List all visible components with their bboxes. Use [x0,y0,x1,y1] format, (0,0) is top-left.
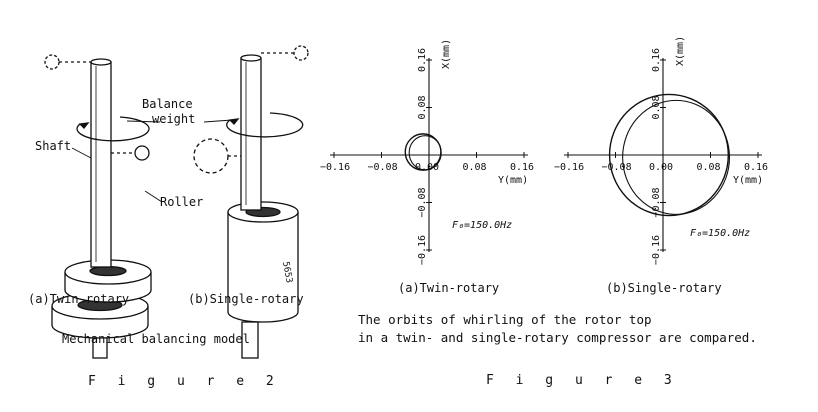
tick-label-y-2: 0.00 [649,162,673,173]
tick-label-y-3: 0.08 [697,162,721,173]
tick-label-x-0: −0.16 [651,235,662,265]
tick-label-y-0: −0.16 [554,162,584,173]
tick-label-x-1: −0.08 [417,187,428,217]
tick-label-x-4: 0.16 [417,48,428,72]
tick-label-y-1: −0.08 [368,162,398,173]
fig3-caption-line2: in a twin- and single-rotary compressor … [358,330,757,345]
shaft-stub-single [241,321,259,359]
tick-label-x-0: −0.16 [417,235,428,265]
plot-b: −0.16 −0.16 −0.08 −0.08 0.00 0.08 0.08 0.16 0.16 [554,48,768,265]
fig3-sub-b: (b)Single-rotary [606,281,722,295]
tick-label-x-3: 0.08 [651,95,662,119]
tick-label-y-2: 0.00 [415,162,439,173]
label-weight: weight [152,112,195,126]
rotation-arrow-twin [76,116,150,142]
plot-a-orbit [404,133,442,171]
plot-b-xlabel: X(mm) [675,36,686,66]
plot-a-ylabel: Y(mm) [498,175,528,186]
label-roller: Roller [160,195,203,209]
svg-text:5653: 5653 [280,261,294,284]
tick-label-x-4: 0.16 [651,48,662,72]
fig2-caption: Mechanical balancing model [62,332,250,346]
twin-shaft [90,58,112,268]
tick-label-y-0: −0.16 [320,162,350,173]
plot-b-freq: F₀=150.0Hz [690,228,750,239]
plot-a-ticks: −0.16 −0.16 −0.08 −0.08 0.00 0.08 0.08 0.16 0.16 [320,48,534,265]
fig2-sub-b: (b)Single-rotary [188,292,304,306]
plot-b-ylabel: Y(mm) [733,175,763,186]
orbit-trace-outer [608,93,730,217]
fig3-label: F i g u r e 3 [486,373,679,388]
balance-weight-large [193,138,229,174]
tick-label-y-1: −0.08 [602,162,632,173]
plot-b-orbit [608,93,731,217]
fig3-caption-line1: The orbits of whirling of the rotor top [358,312,652,327]
rotation-arrow-single [226,112,304,138]
fig2-label: F i g u r e 2 [88,374,281,389]
label-balance: Balance [142,97,193,111]
single-roller: 5653 [227,201,299,323]
orbit-trace-inner [622,99,731,215]
twin-rotary-model [44,54,163,359]
tick-label-x-1: −0.08 [651,187,662,217]
plot-b-ticks: −0.16 −0.16 −0.08 −0.08 0.00 0.08 0.08 0.16 0.16 [554,48,768,265]
plot-a-xlabel: X(mm) [441,39,452,69]
fig2-sub-a: (a)Twin-rotary [28,292,129,306]
plot-a-freq: F₀=150.0Hz [452,220,512,231]
fig3-sub-a: (a)Twin-rotary [398,281,499,295]
balance-weight-top [44,54,60,70]
tick-label-y-3: 0.08 [463,162,487,173]
tick-label-y-4: 0.16 [510,162,534,173]
orbit-trace-inner [408,135,442,171]
single-rotary-model: 5653 [193,45,309,359]
plot-a: −0.16 −0.16 −0.08 −0.08 0.00 0.08 0.08 0.16 0.16 [320,48,534,265]
balance-weight-low [134,145,150,161]
tick-label-x-3: 0.08 [417,95,428,119]
tick-label-y-4: 0.16 [744,162,768,173]
label-shaft: Shaft [35,139,71,153]
single-shaft [240,54,262,211]
balance-weight-top-single [293,45,309,61]
upper-roller [64,259,152,303]
